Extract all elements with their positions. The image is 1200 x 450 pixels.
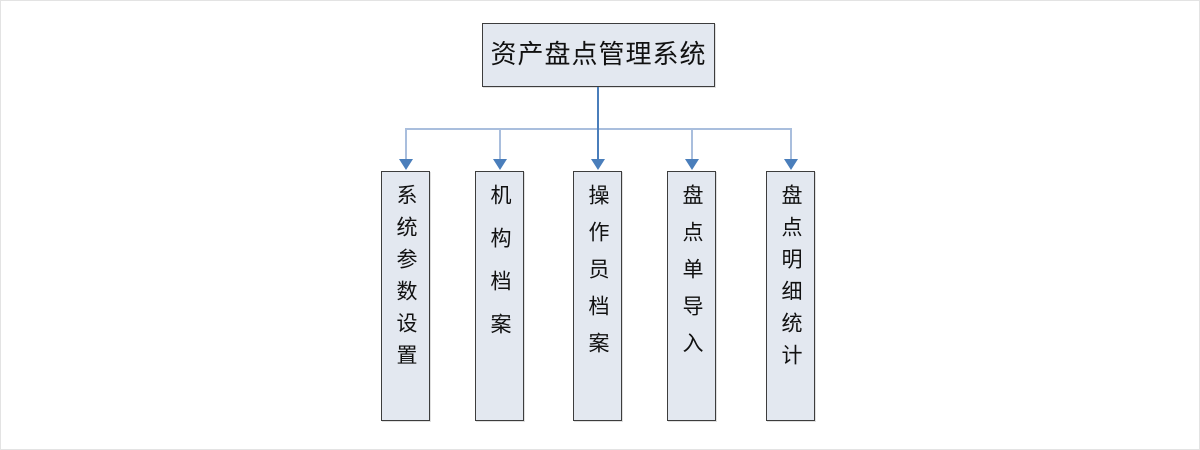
arrowhead-2-icon: [493, 159, 507, 170]
connector-drop-3: [597, 128, 599, 161]
arrowhead-1-icon: [399, 159, 413, 170]
connector-drop-4: [691, 128, 693, 161]
arrowhead-4-icon: [685, 159, 699, 170]
node-root-label: 资产盘点管理系统: [490, 40, 707, 69]
node-child-2[interactable]: 机构档案: [475, 171, 524, 421]
connector-drop-2: [499, 128, 501, 161]
node-child-5[interactable]: 盘点明细统计: [766, 171, 815, 421]
node-child-4[interactable]: 盘点单导入: [667, 171, 716, 421]
node-child-3[interactable]: 操作员档案: [573, 171, 622, 421]
arrowhead-5-icon: [784, 159, 798, 170]
node-child-2-label: 机构档案: [488, 184, 512, 356]
node-child-1-label: 系统参数设置: [394, 184, 418, 376]
node-child-4-label: 盘点单导入: [680, 184, 704, 369]
connector-trunk: [597, 87, 599, 167]
node-root[interactable]: 资产盘点管理系统: [482, 23, 715, 87]
node-child-1[interactable]: 系统参数设置: [381, 171, 430, 421]
arrowhead-3-icon: [591, 159, 605, 170]
node-child-5-label: 盘点明细统计: [779, 184, 803, 376]
connector-drop-1: [405, 128, 407, 161]
connector-drop-5: [790, 128, 792, 161]
node-child-3-label: 操作员档案: [586, 184, 610, 369]
